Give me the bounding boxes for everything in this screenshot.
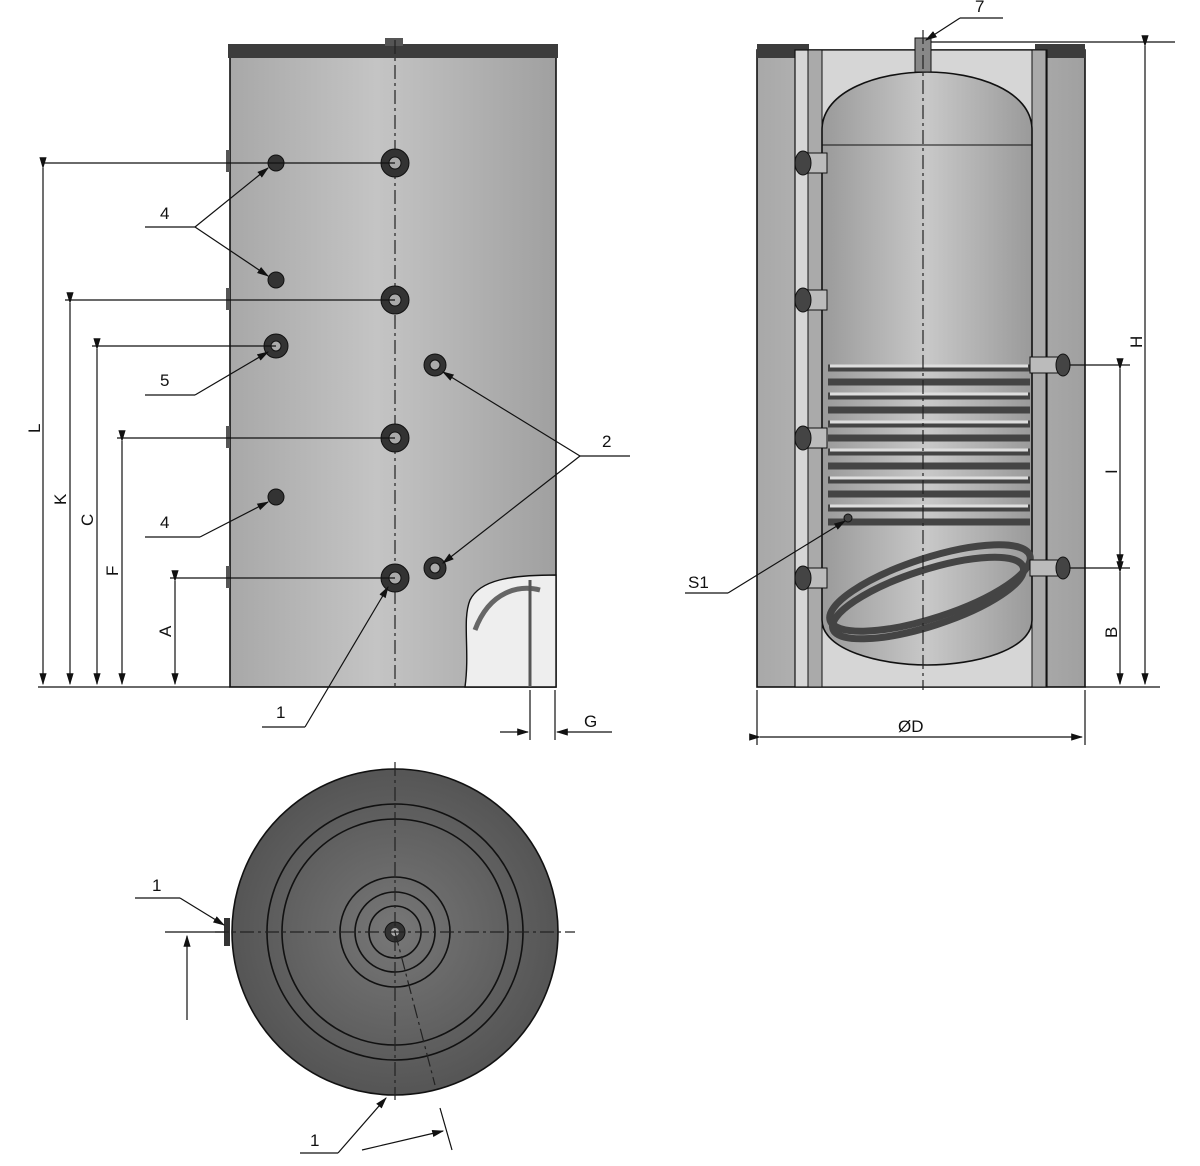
- top-dimensions: [135, 897, 453, 1154]
- cutaway: [464, 574, 557, 688]
- label-sensor-S1: S1: [688, 573, 709, 592]
- label-dim-F: F: [103, 566, 122, 576]
- label-port-4-lower: 4: [160, 513, 169, 532]
- label-port-5: 5: [160, 371, 169, 390]
- label-dim-L: L: [25, 424, 44, 433]
- label-dim-I: I: [1102, 469, 1121, 474]
- label-dim-H: H: [1127, 336, 1146, 348]
- label-port-4-upper: 4: [160, 204, 169, 223]
- label-dim-B: B: [1102, 627, 1121, 638]
- front-dimensions: [38, 157, 630, 740]
- label-port-1: 1: [276, 703, 285, 722]
- front-view: 4 5 4 2 1 G L K C F A: [25, 38, 630, 740]
- label-dim-K: K: [51, 493, 70, 505]
- label-dim-G: G: [584, 712, 597, 731]
- label-port-7: 7: [975, 0, 984, 16]
- top-cap: [228, 44, 558, 58]
- label-dim-D: ØD: [898, 717, 924, 736]
- heat-exchanger-coil: [826, 364, 1034, 643]
- section-ports: [794, 150, 1071, 591]
- section-view: 7 S1 ØD H I B: [685, 0, 1175, 745]
- top-view: 1 1: [135, 762, 575, 1154]
- label-dim-A: A: [156, 625, 175, 637]
- label-top-port-1-side: 1: [152, 876, 161, 895]
- label-top-port-1-bottom: 1: [310, 1131, 319, 1150]
- label-dim-C: C: [78, 514, 97, 526]
- section-dimensions: [685, 17, 1175, 745]
- label-port-2: 2: [602, 432, 611, 451]
- top-fitting: [385, 38, 403, 46]
